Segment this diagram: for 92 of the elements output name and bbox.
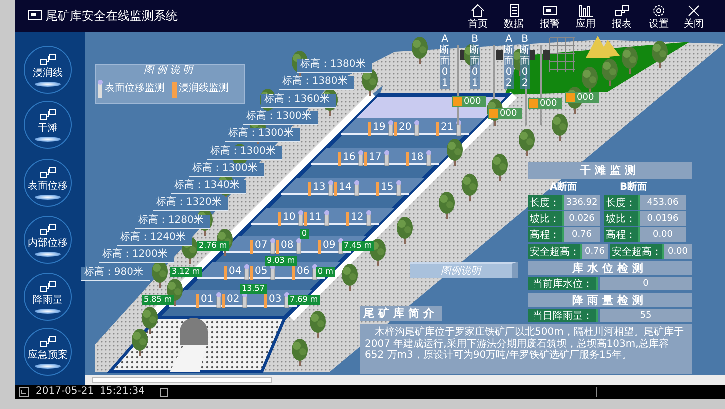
station-label: A断面01 <box>440 34 450 89</box>
nav-button: 首页 <box>461 3 495 33</box>
value-tag: 7.45 m <box>342 241 374 251</box>
value-tag: 0 m <box>316 267 336 277</box>
value-cell: 0.76 <box>564 227 600 242</box>
value-tag: 0 <box>300 229 310 239</box>
point-number: 04 <box>229 266 242 278</box>
value-cell: 0.00 <box>640 227 686 242</box>
point-number: 11 <box>309 212 322 224</box>
point-number: 12 <box>351 212 364 224</box>
section-header: 干滩监测 <box>528 162 692 179</box>
field-label: 高程： <box>528 227 564 242</box>
point-number: 17 <box>369 152 382 164</box>
elevation-label: 标高：980米 <box>81 266 150 281</box>
value-cell: 0.76 <box>582 244 608 259</box>
field-label: 安全超高： <box>610 244 664 259</box>
field-label: 当前库水位： <box>528 277 598 290</box>
section-header: 降雨量检测 <box>528 293 692 307</box>
value-cell: 55 <box>600 309 692 322</box>
elevation-label: 标高：1340米 <box>171 180 246 194</box>
elevation-label: 标高：1280米 <box>135 214 210 229</box>
legend-slab: 图例说明 <box>410 262 518 278</box>
value-tag: 3.12 m <box>170 267 202 277</box>
point-number: 03 <box>269 294 282 306</box>
section-label: B断面 <box>619 182 648 194</box>
value-cell: 0.0196 <box>640 211 686 226</box>
station-label: B断面01 <box>470 34 480 89</box>
section-header: 库水位检测 <box>528 261 692 275</box>
tag-value: 000 <box>500 108 518 118</box>
field-label: 坡比： <box>604 211 640 226</box>
point-number: 13 <box>313 182 326 194</box>
value-cell: 0 <box>600 277 692 290</box>
field-label: 高程： <box>604 227 640 242</box>
app-title: 尾矿库安全在线监测系统 <box>46 9 178 23</box>
point-number: 07 <box>255 240 268 252</box>
elevation-label: 标高：1240米 <box>117 232 192 246</box>
tag-value: 000 <box>464 96 482 106</box>
station-label: B断面02 <box>520 34 530 89</box>
nav-button: 关闭 <box>677 3 711 33</box>
elevation-label: 标高：1360米 <box>261 94 336 108</box>
section-header: 尾矿库简介 <box>360 306 442 321</box>
point-number: 05 <box>255 266 268 278</box>
field-label: 长度： <box>604 195 640 210</box>
point-number: 18 <box>411 152 424 164</box>
section-label: A断面 <box>549 182 578 194</box>
elevation-label: 标高：1300米 <box>225 128 300 142</box>
field-label: 当日降雨量： <box>528 309 598 322</box>
value-tag: 7.69 m <box>288 295 320 305</box>
value-cell: 0.026 <box>564 211 600 226</box>
value-cell: 453.06 <box>640 195 686 210</box>
elevation-label: 标高：1200米 <box>99 249 174 264</box>
nav-button: 报警 <box>533 3 567 33</box>
nav-button: 数据 <box>497 3 531 33</box>
point-number: 14 <box>339 182 352 194</box>
legend-label: 表面位移监测 <box>105 83 165 95</box>
field-label: 长度： <box>528 195 564 210</box>
point-number: 20 <box>399 122 412 134</box>
value-cell: 0.00 <box>664 244 692 259</box>
point-number: 08 <box>281 240 294 252</box>
point-number: 16 <box>343 152 356 164</box>
point-number: 10 <box>283 212 296 224</box>
point-number: 01 <box>201 294 214 306</box>
tag-value: 000 <box>540 98 558 108</box>
point-number: 02 <box>227 294 240 306</box>
nav-button: 报表 <box>605 3 639 33</box>
point-number: 19 <box>373 122 386 134</box>
station-label: A断面02 <box>504 34 514 89</box>
value-cell: 336.92 <box>564 195 600 210</box>
field-label: 安全超高： <box>528 244 582 259</box>
nav-button: 应用 <box>569 3 603 33</box>
field-label: 坡比： <box>528 211 564 226</box>
value-tag: 2.76 m <box>197 241 230 251</box>
point-number: 15 <box>381 182 394 194</box>
tag-value: 000 <box>577 92 594 102</box>
point-number: 09 <box>323 240 336 252</box>
point-number: 21 <box>441 122 454 134</box>
legend-label: 浸润线监测 <box>179 83 229 95</box>
value-tag: 9.03 m <box>265 256 298 266</box>
elevation-label: 标高：1300米 <box>243 110 318 125</box>
elevation-label: 标高：1300米 <box>207 146 282 160</box>
point-number: 06 <box>297 266 310 278</box>
value-tag: 5.85 m <box>142 295 174 305</box>
date-text: 2017-05-21 <box>36 386 94 398</box>
nav-button: 设置 <box>642 3 676 33</box>
elevation-label: 标高：1380米 <box>279 76 354 90</box>
value-tag: 13.57 <box>240 284 267 294</box>
elevation-label: 标高：1320米 <box>153 197 228 212</box>
legend-title: 图例说明 <box>143 65 197 77</box>
time-text: 15:21:34 <box>100 386 145 398</box>
elevation-label: 标高：1300米 <box>189 162 264 177</box>
description-panel: 木梓沟尾矿库位于罗家庄铁矿厂以北500m，隔杜川河相望。尾矿库于2007 年建成运行,采用下游法分期用废石筑坝，总坝高103m,总库容652 万m3，原设计可为90万吨/年罗铁矿选矿厂服务15年。 <box>360 324 692 374</box>
elevation-label: 标高：1380米 <box>297 59 372 73</box>
